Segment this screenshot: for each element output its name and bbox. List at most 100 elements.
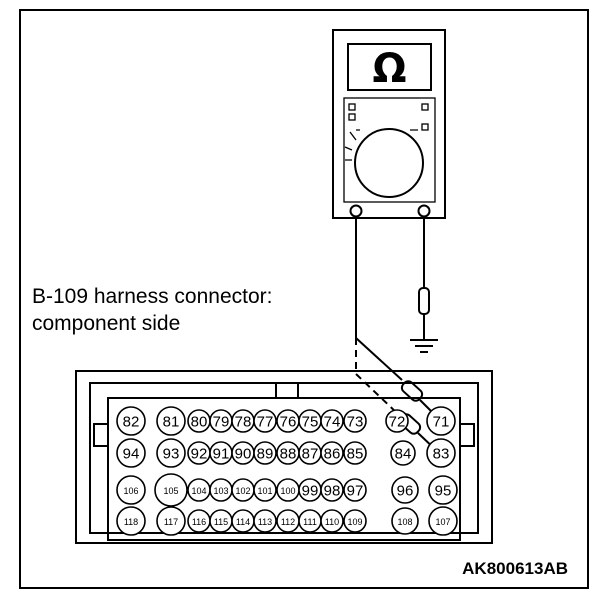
connector-pin-86 [320,441,344,465]
pin-number: 94 [123,446,140,463]
connector-pin-109 [343,509,367,533]
pin-number: 101 [257,486,272,496]
pin-number: 77 [257,414,274,431]
pin-number: 71 [433,414,450,431]
pin-number: 92 [191,446,208,463]
pin-number: 98 [324,483,341,500]
pin-number: 112 [281,517,295,527]
range-indicator-icon [348,103,356,111]
connector-pin-77 [253,409,277,433]
connector-pin-95 [428,475,458,505]
connector-pin-72 [385,409,409,433]
connector-side-key [93,423,109,447]
connector-pin-96 [391,476,419,504]
connector-pin-117 [156,506,186,536]
pin-number: 87 [302,446,319,463]
pin-number: 72 [389,414,406,431]
connector-pin-98 [320,478,344,502]
pin-number: 118 [124,517,138,527]
pin-number: 84 [395,446,412,463]
pin-number: 80 [191,414,208,431]
probe-leads [355,216,439,453]
pin-number: 117 [164,517,178,527]
connector-label-line2: component side [32,312,180,335]
test-lead-hidden [355,338,399,415]
connector-pin-89 [253,441,277,465]
pin-number: 111 [303,517,317,527]
connector-pin-73 [343,409,367,433]
pin-number: 73 [347,414,364,431]
connector-pin-93 [156,438,186,468]
pin-number: 102 [235,486,250,496]
multimeter-display [347,43,432,91]
range-indicator-icon [421,123,429,131]
pin-number: 97 [347,483,364,500]
connector-lock-tab [275,382,299,399]
pin-number: 75 [302,414,319,431]
pin-number: 99 [302,483,319,500]
multimeter-dial-panel [343,97,436,203]
pin-number: 96 [397,483,414,500]
pin-number: 114 [236,517,250,527]
connector-pin-84 [390,440,416,466]
pin-number: 103 [213,486,228,496]
pin-number: 83 [433,446,450,463]
multimeter: Ω [332,29,446,219]
pin-number: 81 [163,414,180,431]
pin-number: 74 [324,414,341,431]
figure-code: AK800613AB [462,559,568,578]
connector-outer-shell [75,370,493,544]
dial-scale-marks [344,129,418,161]
harness-connector: 82 81 80 79 78 77 76 75 74 73 72 71 94 93 92 91 90 89 88 87… [75,370,493,544]
pin-number: 88 [280,446,297,463]
connector-pin-71 [426,406,456,436]
connector-pin-107 [428,506,458,536]
range-indicator-icon [421,103,429,111]
connector-pin-106 [116,475,146,505]
ground-icon [410,339,438,353]
connector-label-line1: B-109 harness connector: [32,285,272,308]
pin-number: 108 [397,517,412,527]
pin-number: 115 [214,517,228,527]
connector-pin-97 [343,478,367,502]
pin-number: 79 [213,414,230,431]
ohm-symbol: Ω [372,46,406,92]
pin-number: 76 [280,414,297,431]
pin-number: 90 [235,446,252,463]
pin-number: 78 [235,414,252,431]
pin-number: 106 [123,486,138,496]
connector-pin-101 [253,478,277,502]
connector-pin-81 [156,406,186,436]
pin-number: 95 [435,483,452,500]
connector-pin-110 [320,509,344,533]
connector-face [107,397,461,541]
connector-pin-83 [426,438,456,468]
range-indicator-icon [348,113,356,121]
connector-pin-74 [320,409,344,433]
connector-pin-85 [343,441,367,465]
connector-pin-94 [116,438,146,468]
pin-number: 104 [191,486,206,496]
pin-number: 110 [325,517,339,527]
rotary-dial[interactable] [354,128,424,198]
pin-number: 105 [163,486,178,496]
pin-number: 107 [435,517,450,527]
connector-pin-82 [116,406,146,436]
pin-number: 91 [213,446,230,463]
pin-number: 109 [347,517,362,527]
connector-pin-105 [154,473,188,507]
pin-number: 100 [280,486,295,496]
pin-number: 82 [123,414,140,431]
connector-pin-113 [253,509,277,533]
pin-number: 85 [347,446,364,463]
connector-pin-118 [116,506,146,536]
connector-pin-108 [391,507,419,535]
pin-number: 86 [324,446,341,463]
pin-number: 116 [192,517,206,527]
connector-side-key [459,423,475,447]
pin-number: 89 [257,446,274,463]
multimeter-body [332,29,446,219]
pin-number: 113 [258,517,272,527]
pin-number: 93 [163,446,180,463]
